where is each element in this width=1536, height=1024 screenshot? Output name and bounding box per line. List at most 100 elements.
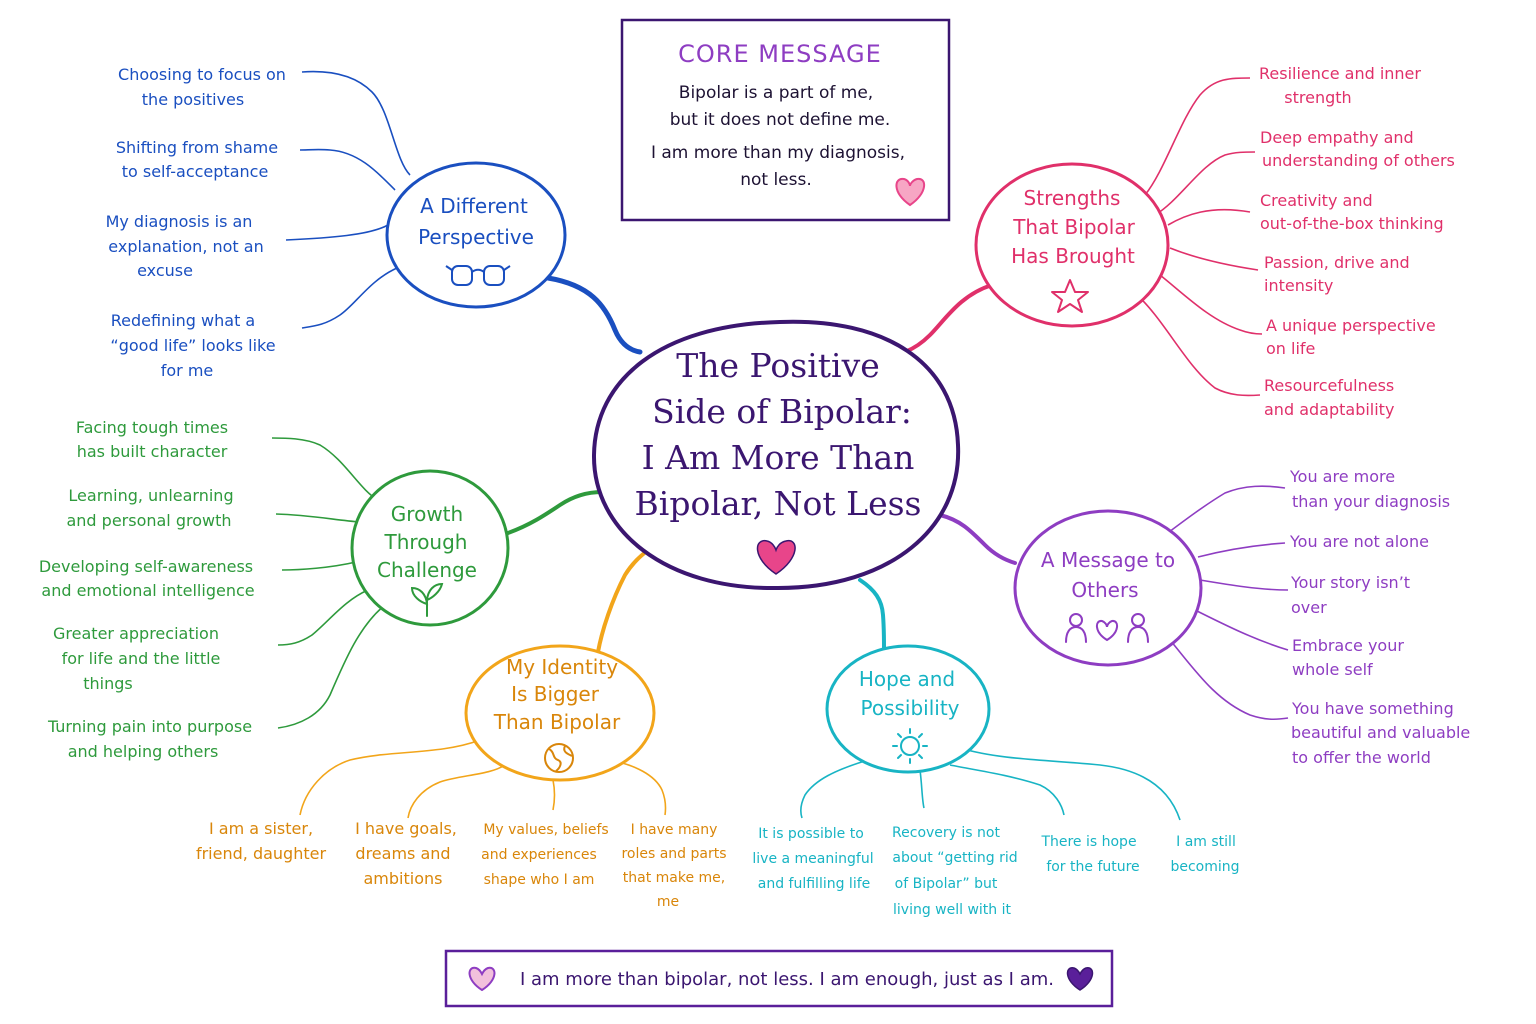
identity-item: My values, beliefs bbox=[483, 822, 608, 838]
growth-item: Developing self-awareness bbox=[39, 557, 253, 576]
message-item: than your diagnosis bbox=[1292, 492, 1450, 511]
strengths-hub bbox=[974, 162, 1170, 328]
perspective-branch: A Different Perspective Choosing to focu… bbox=[106, 65, 567, 380]
connector-perspective bbox=[545, 275, 643, 355]
growth-item: Facing tough times bbox=[76, 418, 228, 437]
hope-item: There is hope bbox=[1040, 834, 1136, 850]
identity-item: I have goals, bbox=[355, 819, 457, 838]
perspective-item: explanation, not an bbox=[108, 237, 263, 256]
identity-item: shape who I am bbox=[484, 872, 595, 888]
sun-icon bbox=[892, 728, 928, 764]
perspective-item: “good life” looks like bbox=[110, 336, 275, 355]
growth-branch: Growth Through Challenge Facing tough ti… bbox=[39, 418, 510, 761]
perspective-item: My diagnosis is an bbox=[106, 212, 253, 231]
core-message-line: Bipolar is a part of me, bbox=[679, 83, 873, 103]
hope-item: about “getting rid bbox=[892, 850, 1017, 866]
core-message-line: I am more than my diagnosis, bbox=[651, 143, 905, 163]
globe-icon bbox=[544, 743, 574, 773]
connector-growth bbox=[506, 490, 604, 535]
center-title-line: I Am More Than bbox=[642, 438, 915, 477]
message-item: You are not alone bbox=[1289, 532, 1429, 551]
footer-text: I am more than bipolar, not less. I am e… bbox=[520, 969, 1054, 990]
message-branch: A Message to Others You are more than yo… bbox=[1013, 467, 1470, 767]
growth-item: things bbox=[83, 674, 133, 693]
hub-title-line: Than Bipolar bbox=[493, 710, 621, 734]
hope-item: and fulfilling life bbox=[758, 876, 871, 892]
identity-item: I have many bbox=[631, 822, 718, 838]
growth-hub bbox=[350, 469, 510, 627]
center-node: The Positive Side of Bipolar: I Am More … bbox=[591, 319, 961, 591]
hub-title-line: That Bipolar bbox=[1012, 215, 1135, 239]
growth-item: and emotional intelligence bbox=[41, 581, 254, 600]
message-item: whole self bbox=[1292, 660, 1373, 679]
hub-title-line: Others bbox=[1071, 578, 1138, 602]
identity-item: dreams and bbox=[355, 844, 450, 863]
growth-item: Learning, unlearning bbox=[68, 486, 233, 505]
strengths-branch: Strengths That Bipolar Has Brought Resil… bbox=[974, 64, 1455, 419]
strengths-item: on life bbox=[1266, 339, 1315, 358]
hope-branch: Hope and Possibility It is possible to l… bbox=[752, 644, 1240, 918]
perspective-item: Choosing to focus on bbox=[118, 65, 286, 84]
strengths-item: intensity bbox=[1264, 276, 1333, 295]
core-message-line: but it does not define me. bbox=[670, 110, 891, 130]
identity-item: me bbox=[657, 894, 679, 910]
identity-hub bbox=[464, 644, 656, 782]
perspective-item: to self-acceptance bbox=[122, 162, 269, 181]
message-item: Embrace your bbox=[1292, 636, 1404, 655]
identity-branch: My Identity Is Bigger Than Bipolar I am … bbox=[196, 644, 727, 910]
heart-icon bbox=[468, 966, 496, 992]
identity-item: I am a sister, bbox=[209, 819, 313, 838]
growth-item: for life and the little bbox=[62, 649, 221, 668]
hub-title-line: A Different bbox=[420, 194, 528, 218]
hope-hub bbox=[825, 644, 991, 774]
hope-item: Recovery is not bbox=[892, 825, 1000, 841]
message-item: You have something bbox=[1291, 699, 1454, 718]
core-message-line: not less. bbox=[740, 170, 812, 190]
hope-item: for the future bbox=[1046, 859, 1139, 875]
identity-item: that make me, bbox=[623, 870, 725, 886]
perspective-item: the positives bbox=[142, 90, 244, 109]
hub-title-line: Challenge bbox=[377, 558, 477, 582]
hub-title-line: Possibility bbox=[860, 696, 959, 720]
perspective-item: for me bbox=[161, 361, 214, 380]
growth-item: and helping others bbox=[68, 742, 219, 761]
hub-title-line: Through bbox=[384, 530, 468, 554]
heart-icon bbox=[895, 177, 925, 207]
perspective-item: Shifting from shame bbox=[116, 138, 278, 157]
core-message-box: CORE MESSAGE Bipolar is a part of me, bu… bbox=[620, 18, 951, 222]
identity-item: roles and parts bbox=[621, 846, 726, 862]
message-item: over bbox=[1291, 598, 1327, 617]
connector-identity bbox=[596, 548, 650, 654]
identity-item: ambitions bbox=[364, 869, 443, 888]
growth-item: and personal growth bbox=[66, 511, 231, 530]
perspective-item: excuse bbox=[137, 261, 193, 280]
perspective-item: Redefining what a bbox=[111, 311, 255, 330]
hub-title-line: Is Bigger bbox=[511, 682, 600, 706]
hope-item: living well with it bbox=[893, 902, 1011, 918]
message-item: to offer the world bbox=[1292, 748, 1431, 767]
hub-title-line: Growth bbox=[391, 502, 463, 526]
strengths-item: Resilience and inner bbox=[1259, 64, 1421, 83]
strengths-item: Resourcefulness bbox=[1264, 376, 1394, 395]
center-title-line: Side of Bipolar: bbox=[652, 392, 912, 431]
message-item: You are more bbox=[1289, 467, 1395, 486]
message-hub bbox=[1013, 509, 1203, 667]
message-item: beautiful and valuable bbox=[1291, 723, 1470, 742]
strengths-item: Deep empathy and bbox=[1260, 128, 1414, 147]
glasses-icon bbox=[445, 265, 511, 286]
connector-message bbox=[938, 513, 1017, 565]
heart-icon bbox=[1066, 967, 1094, 991]
hub-title-line: Has Brought bbox=[1011, 244, 1135, 268]
hope-item: becoming bbox=[1170, 859, 1239, 875]
connector-strengths bbox=[903, 283, 994, 354]
hope-item: It is possible to bbox=[758, 826, 864, 842]
connector-hope bbox=[858, 578, 886, 650]
hope-item: live a meaningful bbox=[752, 851, 873, 867]
growth-item: Turning pain into purpose bbox=[47, 717, 252, 736]
strengths-item: A unique perspective bbox=[1266, 316, 1436, 335]
core-message-title: CORE MESSAGE bbox=[678, 40, 882, 68]
center-title-line: The Positive bbox=[676, 346, 880, 385]
hope-item: I am still bbox=[1176, 834, 1236, 850]
hub-title-line: Perspective bbox=[418, 225, 534, 249]
